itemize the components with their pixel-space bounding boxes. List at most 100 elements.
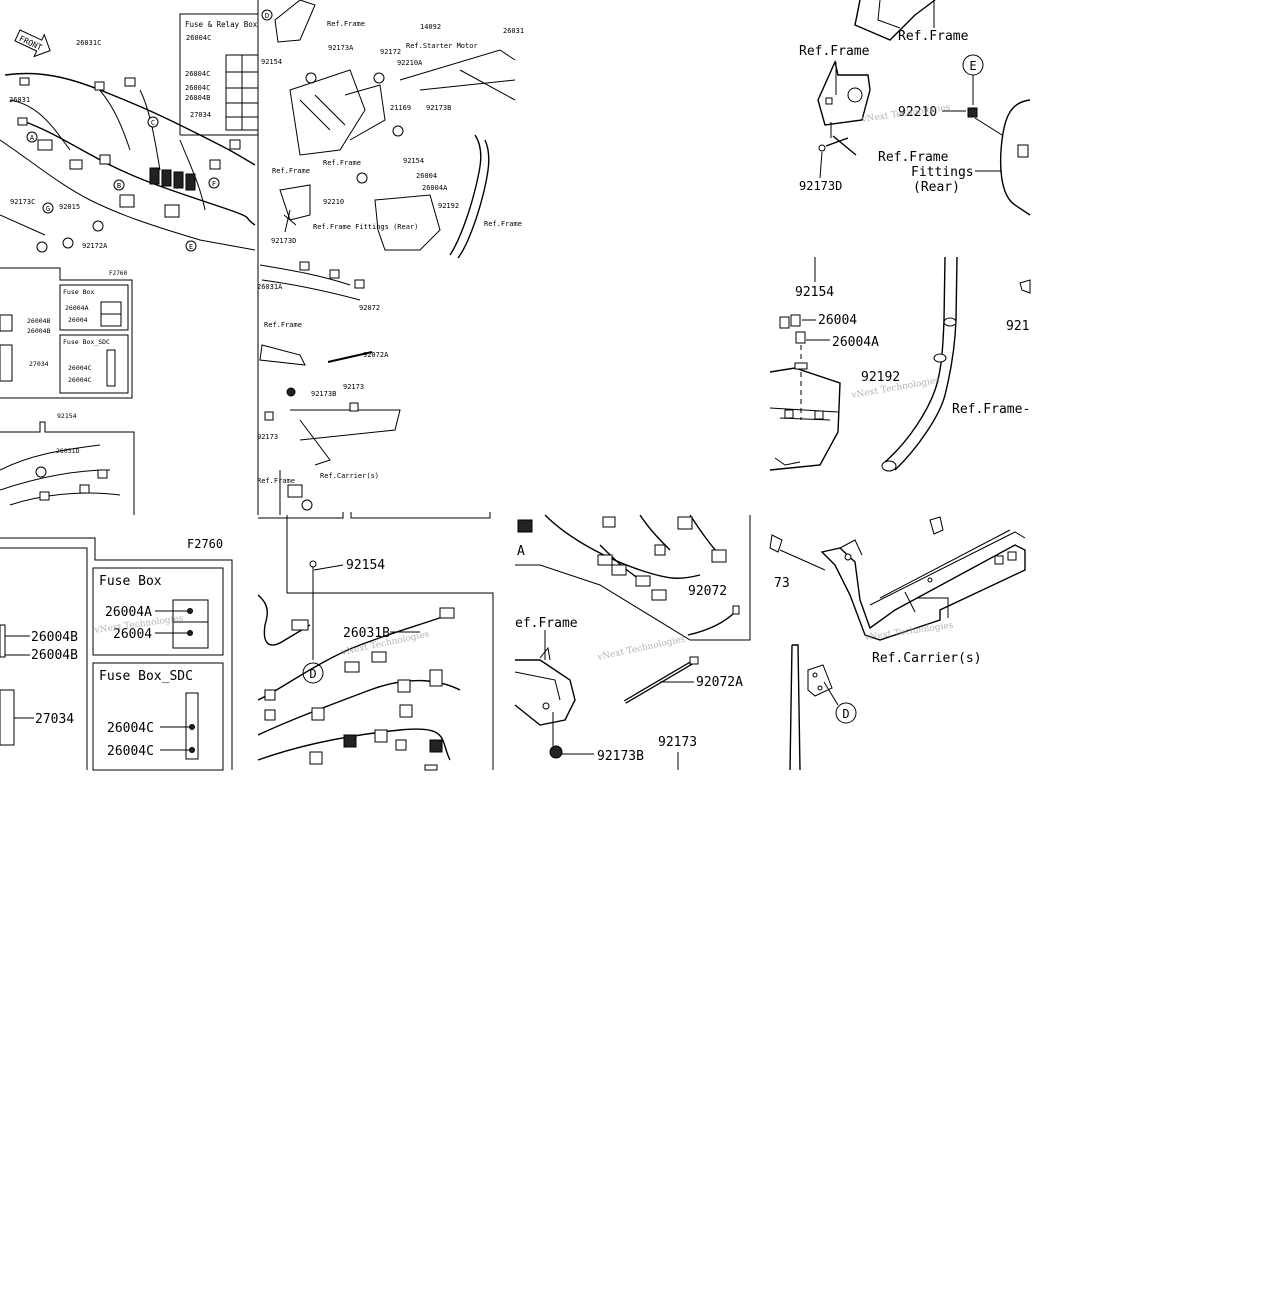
callout-a: A	[26, 131, 38, 143]
ref-label: 92173C	[10, 198, 35, 206]
ref-label: 26004B	[27, 327, 51, 335]
ref-label: 92173	[658, 735, 697, 750]
ref-label: 27034	[29, 360, 49, 368]
ref-label: 92192	[438, 202, 459, 210]
ref-label: A	[517, 544, 525, 559]
callout-f: F	[208, 177, 220, 189]
tile-detail-mid-right: 92154 26004 26004A 92192 Ref.Frame-	[769, 256, 1031, 472]
svg-text:G: G	[46, 205, 50, 213]
ref-label: Ref.Frame	[264, 321, 302, 329]
ref-label: 92154	[403, 157, 424, 165]
tile-detail-bottom-mid2: A 92072 ef.Frame 92173B 92072A 92173 vNe…	[514, 514, 751, 770]
ref-label: 26004	[68, 316, 88, 324]
connector-26004	[779, 314, 830, 344]
ref-label: 92072	[688, 584, 727, 599]
harness-upper	[517, 514, 727, 601]
svg-text:A: A	[30, 134, 35, 142]
ref-label: Fittings	[911, 165, 974, 180]
svg-text:D: D	[265, 12, 269, 20]
ref-label: 26004B	[31, 648, 78, 663]
ref-label: 26004B	[185, 94, 210, 102]
ref-label: 921	[1006, 319, 1029, 334]
ref-label: 26031B	[343, 626, 390, 641]
ref-label: 92154	[57, 412, 77, 420]
ref-label: 26004	[113, 627, 152, 642]
ref-label: 92072	[359, 304, 380, 312]
fuse-box-housing	[769, 362, 841, 471]
ref-label: 92172A	[82, 242, 108, 250]
tile-detail-bottom-left: F2760 Fuse Box 26004A 26004 Fuse Box_SDC…	[0, 537, 233, 771]
ref-label: 92173D	[271, 237, 296, 245]
callout-d: D	[261, 9, 273, 21]
carrier-frame	[820, 516, 1026, 641]
ref-label: 26004C	[107, 721, 154, 736]
ref-label: 92072A	[363, 351, 389, 359]
ref-label: 26004C	[68, 376, 92, 384]
tile-detail-bottom-mid: 92154 D 26031	[257, 515, 494, 771]
ref-label: 73	[774, 576, 790, 591]
ref-label: 26031	[9, 96, 30, 104]
cable-tie-92072a	[623, 656, 699, 704]
callout-d: D	[835, 702, 857, 724]
ref-label: 26004B	[31, 630, 78, 645]
figure-code: F2760	[187, 537, 223, 551]
ref-label: Ref.Frame	[272, 167, 310, 175]
frame-bracket	[514, 646, 594, 759]
ref-label: 21169	[390, 104, 411, 112]
ref-label: 92154	[346, 558, 385, 573]
fuse-relay-box-panel: Fuse & Relay Box	[179, 13, 259, 136]
ref-label: 27034	[35, 712, 74, 727]
ref-label: 92210A	[397, 59, 423, 67]
callout-g: G	[42, 202, 54, 214]
ref-label: 92154	[795, 285, 834, 300]
svg-text:D: D	[842, 707, 849, 721]
ref-label: 26004C	[185, 70, 210, 78]
ref-label: Ref.Frame-	[952, 402, 1030, 417]
ref-label: Ref.Frame	[484, 220, 522, 228]
ref-label: 92173A	[328, 44, 354, 52]
callout-e: E	[962, 54, 984, 105]
ref-label: 26004A	[105, 605, 152, 620]
ref-label: 26004C	[185, 84, 210, 92]
ref-label: 92172	[380, 48, 401, 56]
ref-label: Ref.Frame	[799, 44, 870, 59]
ref-label: Ref.Frame	[327, 20, 365, 28]
tube-92192	[881, 256, 958, 472]
callout-e: E	[185, 240, 197, 252]
ref-label: 26004A	[65, 304, 89, 312]
ref-label: 92173B	[426, 104, 451, 112]
ref-label: 92173	[257, 433, 278, 441]
ref-label: 14092	[420, 23, 441, 31]
fuse-box-title: Fuse Box	[63, 288, 94, 296]
ref-label: ef.Frame	[515, 616, 578, 631]
ref-label: 26031A	[257, 283, 283, 291]
ref-label: Ref.Carrier(s)	[320, 472, 379, 480]
ref-label: 26004C	[107, 744, 154, 759]
callout-d: D	[302, 662, 324, 684]
front-arrow-icon: FRONT	[14, 29, 51, 58]
ref-label: Ref.Frame	[323, 159, 361, 167]
harness-mid	[259, 261, 401, 515]
ref-label: 26004	[818, 313, 857, 328]
watermark: vNext Technologies	[596, 634, 687, 663]
fuse-relay-box-title: Fuse & Relay Box	[185, 20, 258, 29]
callout-b: B	[113, 179, 125, 191]
tile-detail-bottom-right: 73 Ref.Carrier(s) D vNext Technologies	[769, 516, 1026, 771]
svg-text:E: E	[189, 243, 193, 251]
main-harness-left	[0, 72, 256, 251]
ref-label: 26031D	[56, 447, 80, 455]
fuse-box-panels-overview: F2760 Fuse Box 26004A 26004 Fuse Box_SDC…	[0, 267, 135, 515]
ref-label: 92173B	[311, 390, 336, 398]
ref-label: 92154	[261, 58, 282, 66]
ref-label: 92210	[323, 198, 344, 206]
ref-label: 92173B	[597, 749, 644, 764]
ref-label: 26004B	[27, 317, 51, 325]
ref-label: Ref.Frame	[878, 150, 949, 165]
ref-label: 92173	[343, 383, 364, 391]
ref-label: 92173D	[799, 179, 842, 193]
fuse-box-sdc-title: Fuse Box_SDC	[63, 338, 110, 346]
ref-label: 26004C	[186, 34, 211, 42]
ref-label: 92210	[898, 105, 937, 120]
